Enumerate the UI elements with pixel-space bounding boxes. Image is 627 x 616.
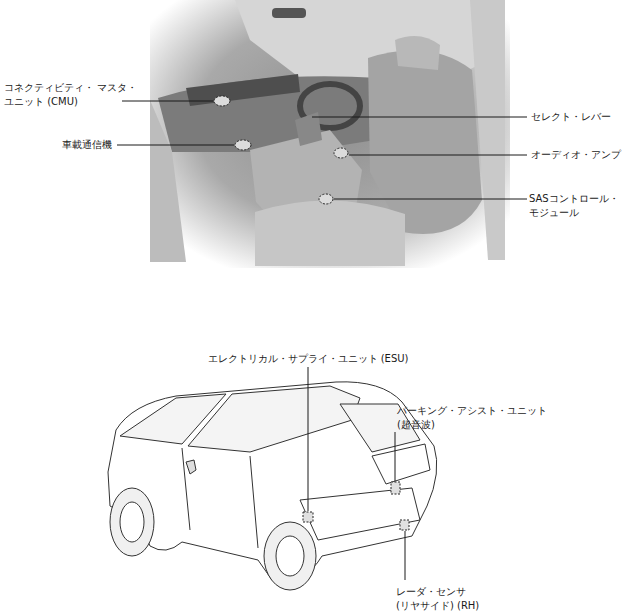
interior-illustration — [117, 0, 527, 268]
callout-label: SASコントロール・ モジュール — [529, 192, 623, 220]
callout-label: セレクト・レバー — [531, 110, 611, 124]
callout-label: パーキング・アシスト・ユニット (超音波) — [397, 404, 549, 432]
callout-label: レーダ・センサ (リヤサイド) (RH) — [396, 585, 496, 613]
part-marker — [214, 96, 348, 204]
part-marker — [303, 482, 409, 530]
callout-label: エレクトリカル・サプライ・ユニット (ESU) — [208, 352, 409, 366]
callout-label: 車載通信機 — [62, 138, 112, 152]
car-illustration — [108, 367, 437, 590]
callout-label: コネクティビティ・ マスタ・ユニット (CMU) — [4, 81, 154, 109]
callout-label: オーディオ・アンプ — [531, 148, 621, 162]
leader-line — [308, 367, 405, 580]
leader-line — [117, 101, 527, 199]
